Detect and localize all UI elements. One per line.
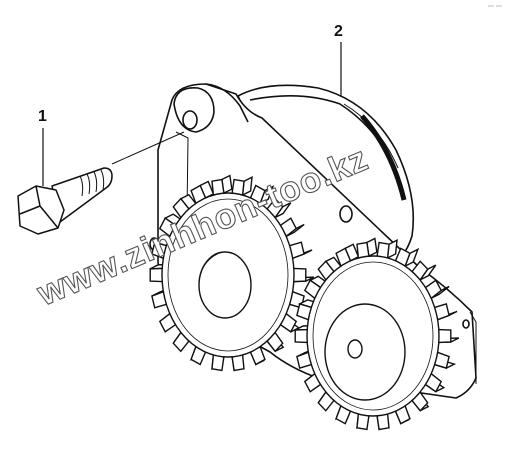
gear-tooth <box>149 267 163 283</box>
callout-2: 2 <box>334 23 343 96</box>
leader-line-bolt-axis <box>111 131 185 165</box>
gear-tooth <box>438 328 452 344</box>
driven-gear <box>294 237 460 431</box>
bolt <box>17 167 113 235</box>
drive-gear <box>149 174 315 372</box>
gear-tooth <box>293 267 307 283</box>
callout-label-2: 2 <box>334 23 343 40</box>
mounting-hole <box>182 110 198 130</box>
housing-hole <box>339 205 353 223</box>
gear-tooth <box>294 328 308 344</box>
housing-hole <box>462 319 470 329</box>
callout-1: 1 <box>38 108 185 186</box>
driven-gear-hub <box>324 303 406 401</box>
callout-label-1: 1 <box>38 108 47 125</box>
driven-gear-shaft <box>347 339 363 359</box>
